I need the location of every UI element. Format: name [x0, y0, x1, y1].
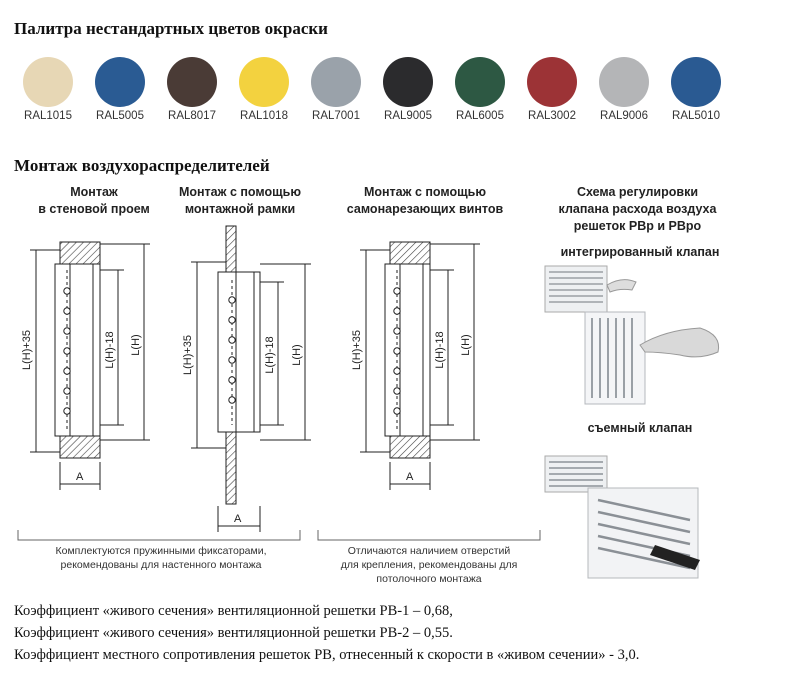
swatch-code: RAL9006	[600, 110, 648, 122]
dim-outer-label: L(H)+35	[21, 330, 33, 370]
swatch-circle	[671, 57, 721, 107]
coefficient-line-2: Коэффициент «живого сечения» вентиляцион…	[14, 625, 453, 641]
palette-title: Палитра нестандартных цветов окраски	[14, 19, 328, 38]
integrated-valve-illustration	[544, 265, 720, 405]
swatch-circle	[455, 57, 505, 107]
dim-outer-label: L(H)+35	[351, 330, 363, 370]
dim-full-label: L(H)	[460, 334, 472, 355]
removable-valve-illustration	[544, 455, 700, 579]
swatch-circle	[383, 57, 433, 107]
swatch-circle	[167, 57, 217, 107]
dim-inner-label: L(H)-18	[434, 331, 446, 368]
swatch-code: RAL1015	[24, 110, 72, 122]
dim-inner-label: L(H)-18	[104, 331, 116, 368]
swatch-code: RAL8017	[168, 110, 216, 122]
swatch-code: RAL3002	[528, 110, 576, 122]
wall-mount-rivets	[63, 287, 71, 415]
coefficient-line-3: Коэффициент местного сопротивления решет…	[14, 647, 640, 663]
swatch-circle	[527, 57, 577, 107]
dim-width-label: A	[76, 471, 84, 483]
integrated-valve-label: интегрированный клапан	[560, 245, 720, 259]
swatch-code: RAL9005	[384, 110, 432, 122]
swatch-circle	[239, 57, 289, 107]
swatch-code: RAL1018	[240, 110, 288, 122]
removable-valve-label: съемный клапан	[587, 421, 693, 435]
swatch-code: RAL7001	[312, 110, 360, 122]
dim-inner-label: L(H)-18	[264, 336, 276, 373]
frame-mount-rivets	[228, 296, 236, 404]
swatch-code: RAL5005	[96, 110, 144, 122]
swatch-code: RAL6005	[456, 110, 504, 122]
dim-outer-label: L(H)+35	[182, 335, 194, 375]
dim-full-label: L(H)	[291, 344, 303, 365]
swatch-circle	[599, 57, 649, 107]
dim-width-label: A	[234, 513, 242, 525]
screw-mount-rivets	[393, 287, 401, 415]
note-spring-clips: Комплектуются пружинными фиксаторами,рек…	[55, 545, 267, 571]
swatch-circle	[95, 57, 145, 107]
diagram-screw-mount	[360, 241, 480, 490]
swatch-circle	[23, 57, 73, 107]
dim-full-label: L(H)	[130, 334, 142, 355]
swatch-code: RAL5010	[672, 110, 720, 122]
diagram-frame-mount	[191, 225, 311, 532]
swatch-circle	[311, 57, 361, 107]
mounting-title: Монтаж воздухораспределителей	[14, 156, 270, 175]
note-brackets	[17, 530, 541, 541]
dim-width-label: A	[406, 471, 414, 483]
diagram-wall-mount	[30, 241, 150, 490]
coefficient-line-1: Коэффициент «живого сечения» вентиляцион…	[14, 603, 453, 619]
